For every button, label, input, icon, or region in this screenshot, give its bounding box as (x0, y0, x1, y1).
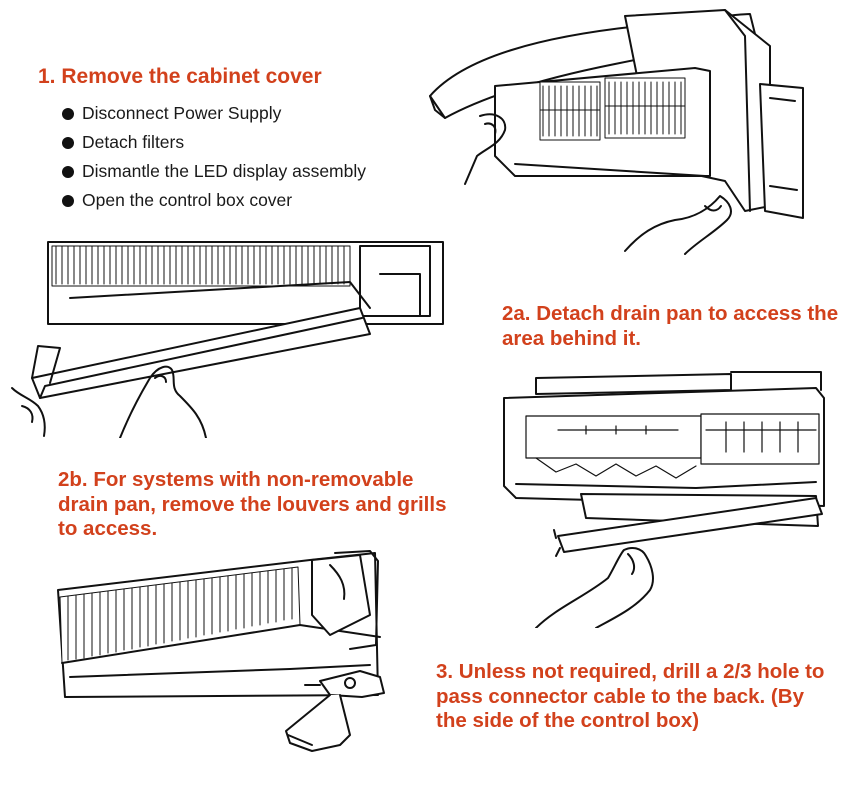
bullet-text: Dismantle the LED display assembly (82, 161, 367, 181)
step2b-heading: 2b. For systems with non-removable drain… (58, 468, 447, 541)
list-item: Disconnect Power Supply (62, 99, 366, 128)
drill-hole-illustration (50, 545, 395, 775)
list-item: Open the control box cover (62, 186, 366, 215)
step1-bullet-list: Disconnect Power Supply Detach filters D… (62, 99, 366, 215)
list-item: Dismantle the LED display assembly (62, 157, 366, 186)
bullet-dot-icon (62, 165, 74, 178)
open-cabinet-cover-illustration (425, 6, 810, 256)
list-item: Detach filters (62, 128, 366, 157)
bullet-dot-icon (62, 136, 74, 149)
step2a-heading: 2a. Detach drain pan to access the area … (502, 302, 839, 350)
lift-louver-illustration (10, 238, 450, 438)
bullet-text: Open the control box cover (82, 190, 293, 210)
bullet-dot-icon (62, 194, 74, 207)
bullet-dot-icon (62, 107, 74, 120)
step3-heading: 3. Unless not required, drill a 2/3 hole… (436, 660, 825, 733)
detach-drain-pan-illustration (496, 368, 831, 628)
bullet-text: Detach filters (82, 132, 185, 152)
step1-heading: 1. Remove the cabinet cover (38, 65, 322, 88)
bullet-text: Disconnect Power Supply (82, 103, 282, 123)
